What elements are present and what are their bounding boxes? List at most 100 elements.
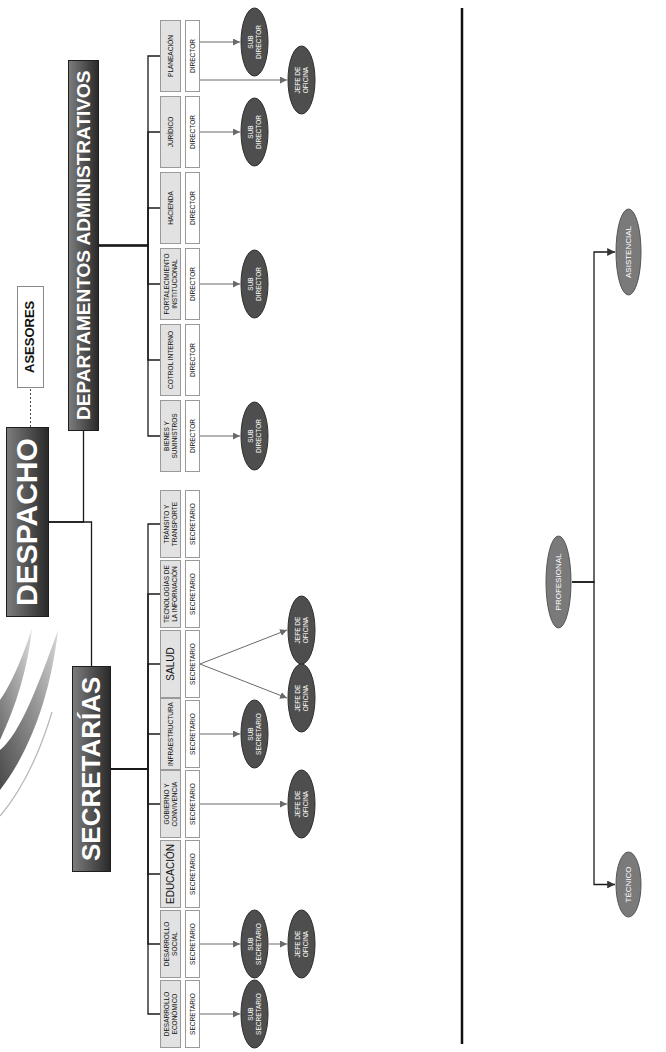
leaf-decoration	[0, 628, 32, 740]
level-oval: PROFESIONAL	[545, 535, 572, 629]
position-oval: JEFE DE OFICINA	[287, 909, 316, 979]
oval-outline	[241, 98, 268, 166]
unit-box: EDUCACIÓN	[160, 840, 181, 908]
node-label: SUB DIRECTOR	[247, 110, 262, 154]
position-oval: SUB SECRETARIO	[240, 909, 269, 979]
advisor-box: ASESORES	[17, 286, 44, 388]
org-connector	[99, 208, 160, 246]
node-label: SECRETARIO	[189, 643, 196, 685]
role-box: SECRETARIO	[185, 910, 200, 978]
node-label: FORTALECIMIENTO INSTITUCIONAL	[163, 252, 178, 316]
node-label: SUB DIRECTOR	[247, 20, 262, 64]
position-oval: JEFE DE OFICINA	[287, 663, 316, 733]
unit-box: PLANEACIÓN	[160, 20, 181, 92]
node-label: HACIENDA	[167, 191, 174, 225]
org-connector	[111, 664, 160, 769]
position-oval: SUB SECRETARIO	[240, 979, 269, 1049]
role-box: SECRETARIO	[185, 770, 200, 838]
org-connector	[572, 252, 615, 582]
unit-box: DESARROLLO ECONÓMICO	[160, 980, 181, 1048]
node-label: BIENES Y SUMINISTROS	[163, 404, 178, 468]
unit-box: TRÁNSITO Y TRANSPORTE	[160, 490, 181, 558]
org-connector	[111, 734, 160, 769]
position-oval: SUB DIRECTOR	[240, 249, 269, 319]
oval-outline	[241, 980, 268, 1048]
org-connector	[99, 132, 160, 246]
node-label: SALUD	[165, 647, 177, 680]
node-label: SUB SECRETARIO	[247, 992, 262, 1036]
oval-outline	[288, 46, 315, 114]
org-connector	[99, 56, 160, 246]
org-connector	[200, 436, 240, 437]
node-label: JURÍDICO	[167, 117, 174, 148]
org-connector	[111, 769, 160, 874]
oval-outline	[546, 536, 571, 628]
org-connector	[30, 388, 31, 427]
node-label: SECRETARIO	[189, 503, 196, 545]
oval-outline	[616, 209, 641, 295]
org-connector	[200, 804, 287, 805]
node-label: SECRETARIO	[189, 783, 196, 825]
org-connector	[99, 246, 160, 285]
org-connector	[111, 769, 160, 1014]
org-connector	[200, 284, 240, 285]
node-label: DIRECTOR	[189, 343, 196, 377]
node-label: PLANEACIÓN	[167, 35, 174, 77]
oval-outline	[616, 852, 641, 917]
org-connector	[200, 664, 287, 698]
node-label: JEFE DE OFICINA	[294, 782, 309, 826]
office-box: DESPACHO	[6, 427, 49, 617]
unit-box: SALUD	[160, 630, 181, 698]
oval-outline	[288, 910, 315, 978]
node-label: SECRETARÍAS	[78, 677, 105, 861]
node-label: DIRECTOR	[189, 267, 196, 301]
position-oval: JEFE DE OFICINA	[287, 595, 316, 665]
role-box: SECRETARIO	[185, 980, 200, 1048]
org-connector	[99, 246, 160, 437]
org-connector	[49, 522, 92, 666]
unit-box: COTROL INTERNO	[160, 324, 181, 396]
position-oval: JEFE DE OFICINA	[287, 45, 316, 115]
node-label: DIRECTOR	[189, 39, 196, 73]
org-connector	[200, 630, 287, 664]
unit-box: TECNOLOGÍAS DE LA INFORMACIÓN	[160, 560, 181, 628]
node-label: PROFESIONAL	[554, 554, 563, 611]
node-label: TÉCNICO	[624, 867, 633, 903]
node-label: SUB SECRETARIO	[247, 712, 262, 756]
role-box: DIRECTOR	[185, 172, 200, 244]
separator-line	[461, 8, 464, 1044]
org-connector	[111, 524, 160, 769]
node-label: ASESORES	[23, 301, 38, 373]
role-box: SECRETARIO	[185, 630, 200, 698]
node-label: JEFE DE OFICINA	[294, 608, 309, 652]
node-label: JEFE DE OFICINA	[294, 922, 309, 966]
org-connector	[99, 246, 160, 361]
org-connector	[200, 734, 240, 735]
node-label: JEFE DE OFICINA	[294, 676, 309, 720]
role-box: DIRECTOR	[185, 20, 200, 92]
node-label: GOBIERNO Y CONVIVENCIA	[163, 774, 178, 834]
oval-outline	[241, 700, 268, 768]
org-connector	[200, 80, 287, 81]
org-connector	[49, 431, 84, 522]
node-label: DESPACHO	[12, 438, 43, 606]
org-connector	[111, 769, 160, 944]
role-box: SECRETARIO	[185, 840, 200, 908]
position-oval: JEFE DE OFICINA	[287, 769, 316, 839]
node-label: DIRECTOR	[189, 115, 196, 149]
node-label: COTROL INTERNO	[167, 331, 174, 389]
oval-outline	[241, 910, 268, 978]
org-connector	[200, 42, 240, 43]
node-label: ASISTENCIAL	[624, 226, 633, 278]
node-label: INFRAESTRUCTURA	[167, 702, 174, 766]
role-box: SECRETARIO	[185, 700, 200, 768]
level-oval: TÉCNICO	[615, 851, 642, 918]
position-oval: SUB DIRECTOR	[240, 7, 269, 77]
unit-box: INFRAESTRUCTURA	[160, 698, 181, 770]
position-oval: SUB SECRETARIO	[240, 699, 269, 769]
node-label: SUB DIRECTOR	[247, 262, 262, 306]
leaf-decoration	[0, 712, 52, 816]
node-label: JEFE DE OFICINA	[294, 58, 309, 102]
